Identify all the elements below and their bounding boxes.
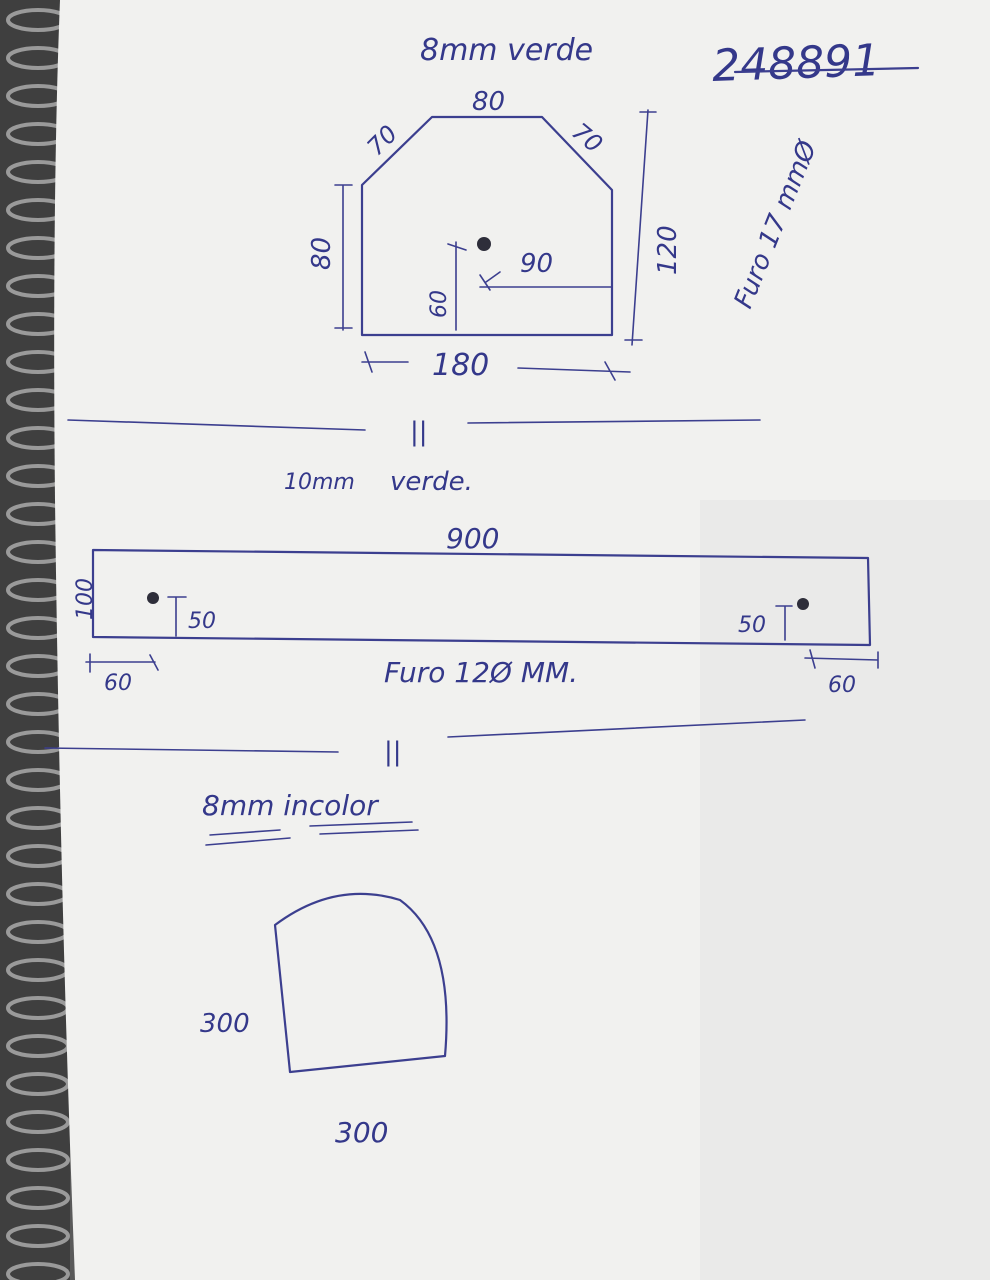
dimension-line-bottom-width-left	[361, 351, 409, 373]
section-3-underline-2	[205, 829, 419, 846]
dim-bar-height: 100	[73, 578, 98, 620]
dim-right-hole-from-edge: 60	[828, 673, 856, 698]
separator-2-line-left	[44, 747, 339, 753]
piece-2-left-hole	[147, 592, 159, 604]
dim-bar-length: 900	[446, 522, 499, 555]
spiral-ring	[6, 1262, 70, 1280]
dim-right-height: 120	[653, 225, 683, 275]
section-3-underline-1	[209, 821, 413, 836]
spiral-binding	[6, 8, 70, 1280]
dim-left-hole-from-bottom: 50	[188, 609, 216, 634]
order-number: 248891	[711, 35, 881, 92]
dimension-line-hole-horizontal	[479, 271, 501, 291]
dim-quarter-width: 300	[335, 1116, 388, 1149]
spiral-ring	[6, 1110, 70, 1134]
separator-1-line-right	[467, 419, 761, 424]
dimension-line-left-height	[334, 184, 353, 331]
section-2-thickness: 10mm	[284, 470, 355, 495]
spiral-ring	[6, 1186, 70, 1210]
separator-1-line-left	[67, 419, 366, 431]
dimension-line-right-edge	[804, 649, 879, 669]
piece-2-right-hole-marker	[775, 605, 793, 641]
dim-left-height: 80	[307, 237, 337, 270]
section-2-color: verde.	[390, 467, 473, 497]
separator-2-line-right	[447, 719, 806, 738]
dimension-line-hole-vertical	[447, 241, 467, 331]
spiral-ring	[6, 1224, 70, 1248]
dim-hole-from-right: 90	[520, 249, 553, 279]
section-3-material: 8mm incolor	[202, 789, 379, 822]
dimension-line-right-height	[624, 109, 657, 346]
piece-2-left-hole-marker	[167, 596, 187, 637]
dim-top: 80	[472, 87, 505, 117]
piece-3-outline	[273, 892, 448, 1074]
separator-1-mark: ||	[410, 417, 428, 447]
paper-shadow	[700, 500, 990, 1280]
separator-2-mark: ||	[384, 737, 402, 767]
order-number-underline	[733, 66, 920, 74]
piece-1-outline	[360, 115, 614, 337]
section-2-hole-note: Furo 12Ø MM.	[384, 656, 578, 689]
dim-right-hole-from-bottom: 50	[738, 613, 766, 638]
piece-2-outline	[91, 548, 872, 647]
dim-hole-from-bottom: 60	[427, 290, 452, 318]
dim-left-hole-from-edge: 60	[104, 671, 132, 696]
dim-quarter-height: 300	[200, 1009, 250, 1039]
dimension-line-bottom-width-right	[517, 361, 631, 381]
spiral-ring	[6, 1148, 70, 1172]
piece-1-hole	[477, 237, 491, 251]
dim-bottom-width: 180	[432, 348, 489, 383]
section-1-material: 8mm verde	[420, 33, 593, 68]
dimension-line-left-edge	[85, 653, 159, 673]
piece-2-right-hole	[797, 598, 809, 610]
